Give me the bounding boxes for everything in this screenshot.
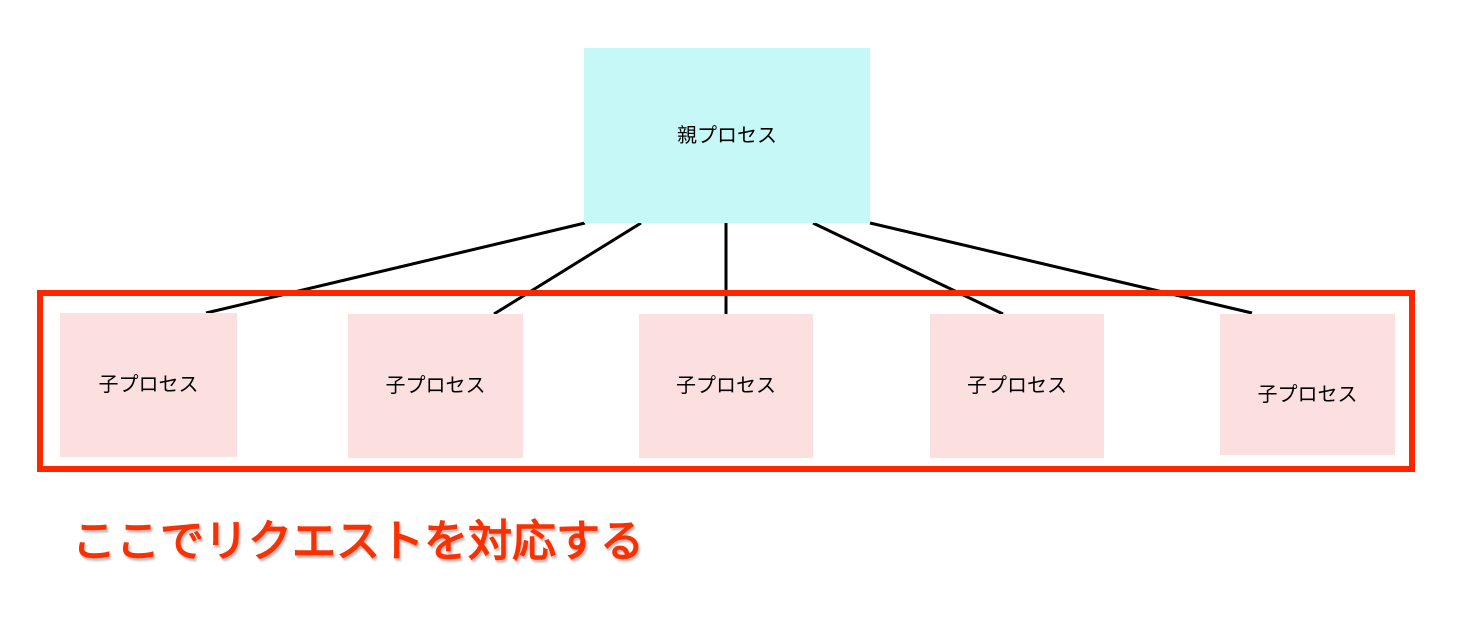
child-process-label-5: 子プロセス — [1257, 384, 1358, 406]
parent-process-label: 親プロセス — [677, 124, 777, 147]
child-process-node-1[interactable]: 子プロセス — [60, 313, 237, 457]
child-process-node-5[interactable]: 子プロセス — [1220, 314, 1395, 455]
child-process-node-2[interactable]: 子プロセス — [348, 314, 523, 458]
child-process-label-3: 子プロセス — [676, 375, 776, 397]
child-process-node-4[interactable]: 子プロセス — [930, 314, 1104, 458]
request-handling-group-box — [37, 290, 1415, 472]
parent-process-node[interactable]: 親プロセス — [584, 48, 870, 223]
child-process-label-4: 子プロセス — [967, 375, 1067, 397]
child-process-node-3[interactable]: 子プロセス — [639, 314, 813, 458]
child-process-label-2: 子プロセス — [385, 375, 486, 397]
child-process-label-1: 子プロセス — [98, 374, 199, 396]
group-caption: ここでリクエストを対応する — [70, 515, 647, 569]
